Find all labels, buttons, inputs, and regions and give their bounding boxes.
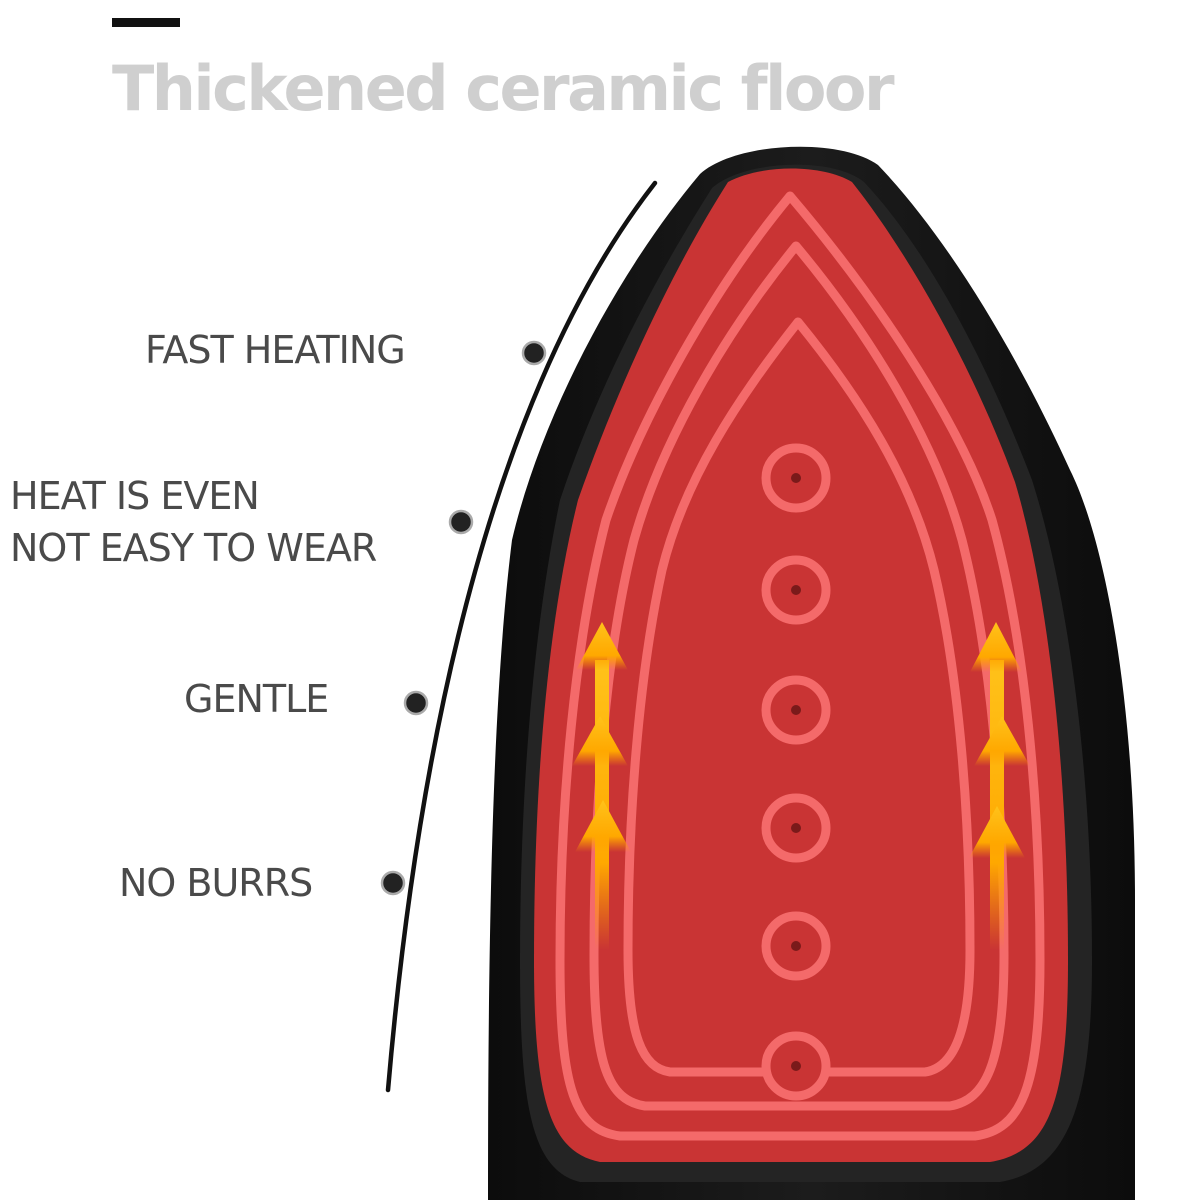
callout-dot-no-burrs bbox=[380, 870, 406, 896]
callout-dot-fast-heating bbox=[521, 340, 547, 366]
steam-hole bbox=[761, 1031, 831, 1101]
callout-dot-gentle bbox=[403, 690, 429, 716]
steam-hole bbox=[761, 911, 831, 981]
callout-curve bbox=[385, 180, 658, 1093]
steam-hole bbox=[761, 555, 831, 625]
accent-bar bbox=[112, 18, 180, 27]
callout-dot-heat-even bbox=[448, 509, 474, 535]
steam-hole bbox=[761, 675, 831, 745]
feature-heat-even-line1: HEAT IS EVEN bbox=[10, 474, 260, 518]
feature-heat-even-line2: NOT EASY TO WEAR bbox=[10, 526, 377, 570]
feature-heat-even: HEAT IS EVEN NOT EASY TO WEAR bbox=[10, 470, 377, 574]
steam-holes bbox=[761, 443, 831, 1101]
heat-arrows-right bbox=[969, 622, 1030, 950]
heat-arrows-left bbox=[572, 622, 631, 950]
feature-fast-heating: FAST HEATING bbox=[145, 328, 406, 372]
feature-no-burrs: NO BURRS bbox=[119, 861, 313, 905]
ceramic-soleplate bbox=[534, 168, 1068, 1162]
steam-hole bbox=[761, 793, 831, 863]
steam-hole bbox=[761, 443, 831, 513]
headline: Thickened ceramic floor bbox=[112, 52, 895, 125]
feature-gentle: GENTLE bbox=[184, 677, 329, 721]
